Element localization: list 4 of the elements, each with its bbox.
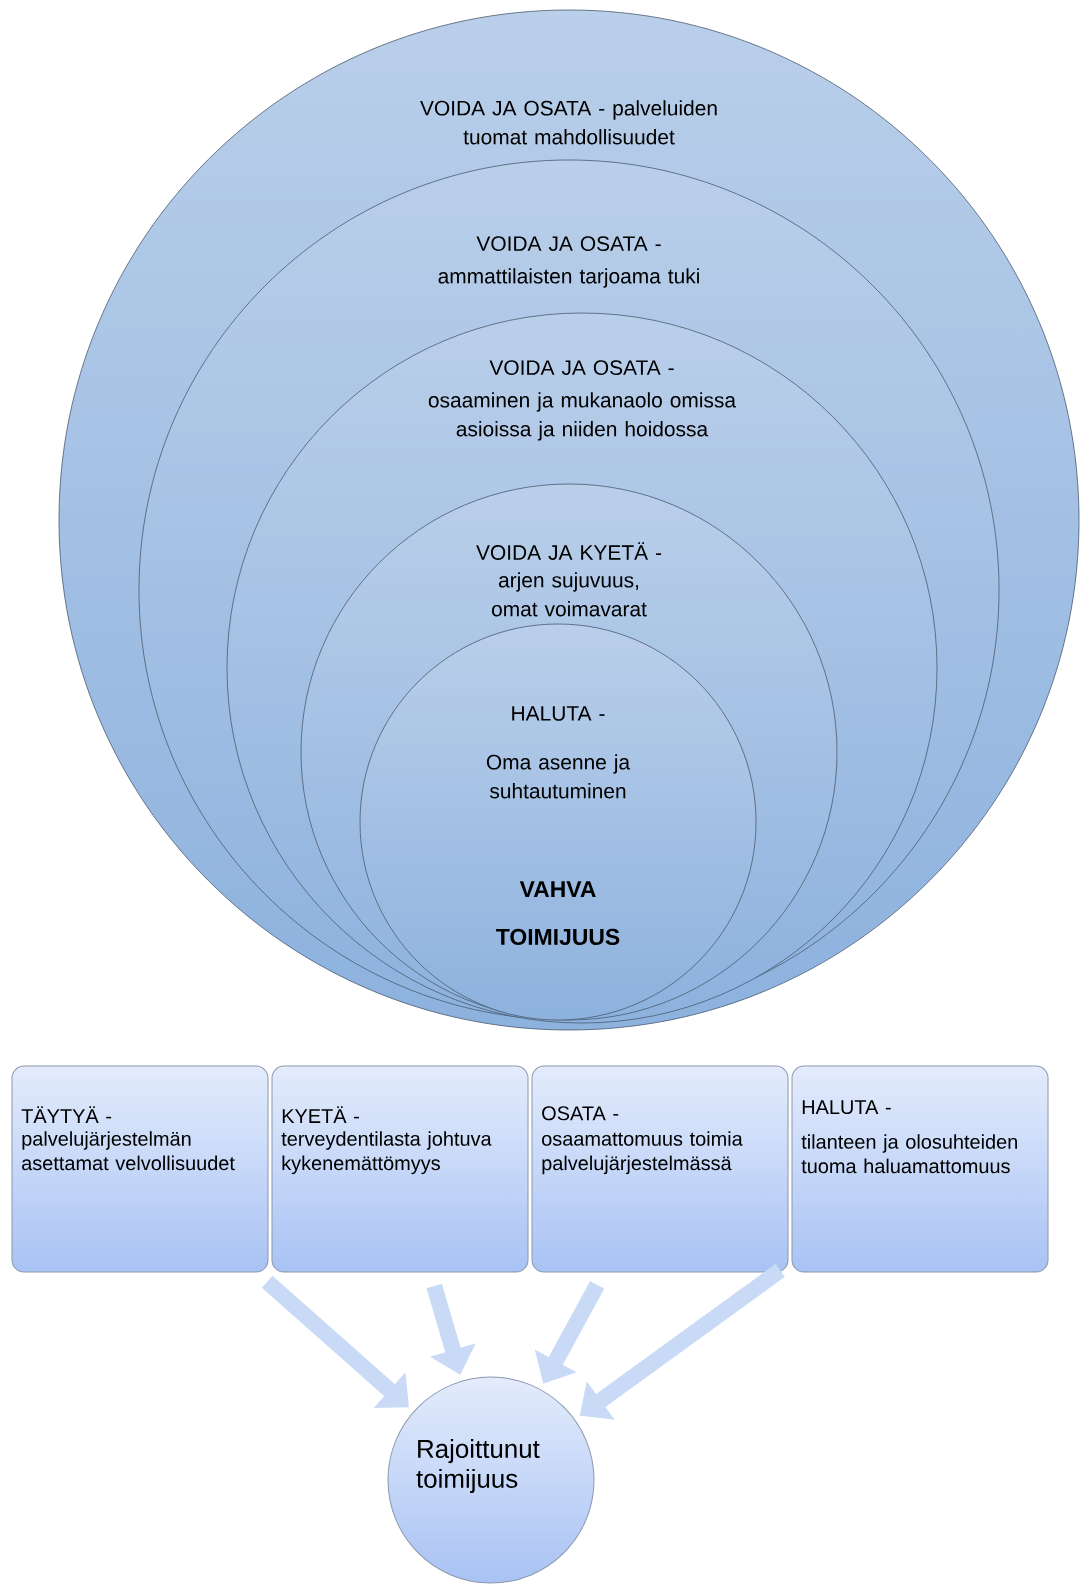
text-box: TÄYTYÄ - palvelujärjestelmän asettamat velvollisuudet xyxy=(11,1065,269,1273)
text-box: OSATA - osaamattomuus toimia palvelujärjestelmässä xyxy=(531,1065,789,1273)
text-box: HALUTA - tilanteen ja olosuhteiden tuoma haluamattomuus xyxy=(791,1065,1049,1273)
text-box: KYETÄ - terveydentilasta johtuva kykenemättömyys xyxy=(271,1065,529,1273)
